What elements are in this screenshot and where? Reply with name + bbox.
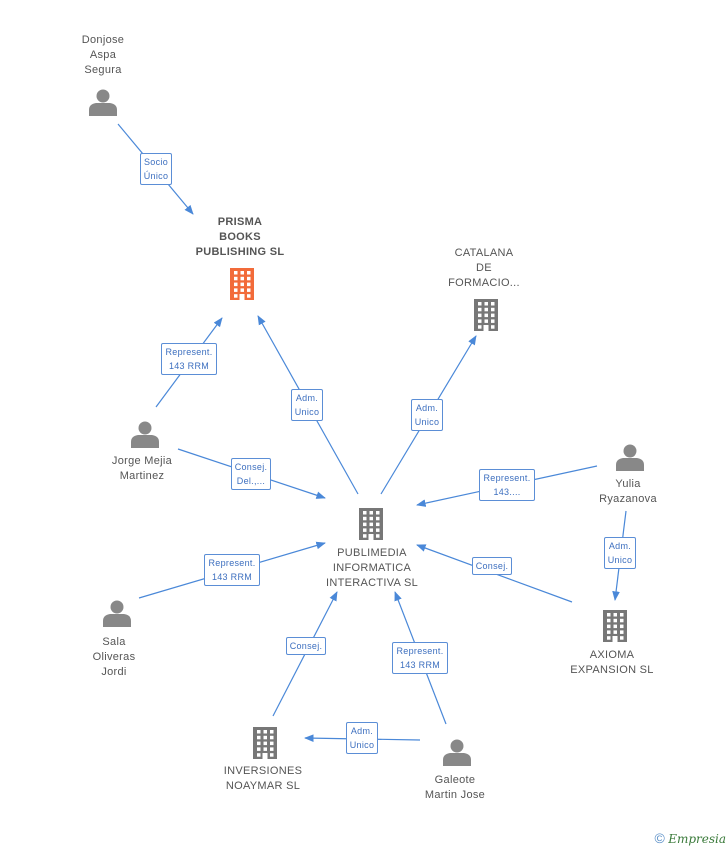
node-label-inversiones[interactable]: INVERSIONES NOAYMAR SL: [223, 765, 303, 792]
sala-person-icon[interactable]: [103, 600, 131, 628]
edge-label-galeote-to-inversiones[interactable]: Adm. Unico: [345, 722, 379, 754]
jorge-person-icon[interactable]: [131, 421, 159, 449]
node-label-publimedia[interactable]: PUBLIMEDIA INFORMATICA INTERACTIVA SL: [325, 546, 419, 589]
edge-label-galeote-to-publimedia[interactable]: Represent. 143 RRM: [392, 642, 448, 674]
edge-label-sala-to-publimedia[interactable]: Represent. 143 RRM: [204, 554, 260, 586]
publimedia-building-icon[interactable]: [359, 508, 383, 540]
donjose-person-icon[interactable]: [89, 89, 117, 117]
node-label-donjose[interactable]: Donjose Aspa Segura: [81, 33, 125, 76]
node-label-sala[interactable]: Sala Oliveras Jordi: [92, 635, 136, 678]
node-label-prisma[interactable]: PRISMA BOOKS PUBLISHING SL: [195, 215, 285, 258]
edge-label-publimedia-to-prisma[interactable]: Adm. Unico: [290, 389, 324, 421]
node-label-galeote[interactable]: Galeote Martin Jose: [424, 774, 486, 801]
galeote-person-icon[interactable]: [443, 739, 471, 767]
yulia-person-icon[interactable]: [616, 444, 644, 472]
catalana-building-icon[interactable]: [474, 299, 498, 331]
node-label-axioma[interactable]: AXIOMA EXPANSION SL: [570, 649, 654, 676]
edge-label-yulia-to-publimedia[interactable]: Represent. 143....: [479, 469, 535, 501]
edge-label-axioma-to-publimedia[interactable]: Consej.: [471, 557, 513, 575]
node-label-yulia[interactable]: Yulia Ryazanova: [599, 478, 657, 505]
edge-label-yulia-to-axioma[interactable]: Adm. Unico: [603, 537, 637, 569]
edge-label-inversiones-to-publimedia[interactable]: Consej.: [285, 637, 327, 655]
brand-logo[interactable]: Empresia: [668, 832, 726, 846]
node-label-jorge[interactable]: Jorge Mejia Martinez: [111, 455, 173, 482]
edge-label-donjose-to-prisma[interactable]: Socio Único: [139, 153, 173, 185]
edge-label-jorge-to-prisma[interactable]: Represent. 143 RRM: [161, 343, 217, 375]
edge-label-publimedia-to-catalana[interactable]: Adm. Unico: [410, 399, 444, 431]
inversiones-building-icon[interactable]: [253, 727, 277, 759]
edge-label-jorge-to-publimedia[interactable]: Consej. Del.,...: [230, 458, 272, 490]
axioma-building-icon[interactable]: [603, 610, 627, 642]
copyright-footer: © Empresia: [655, 830, 726, 846]
prisma-building-icon[interactable]: [230, 268, 254, 300]
node-label-catalana[interactable]: CATALANA DE FORMACIO...: [448, 246, 520, 289]
copyright-icon: ©: [654, 830, 665, 846]
